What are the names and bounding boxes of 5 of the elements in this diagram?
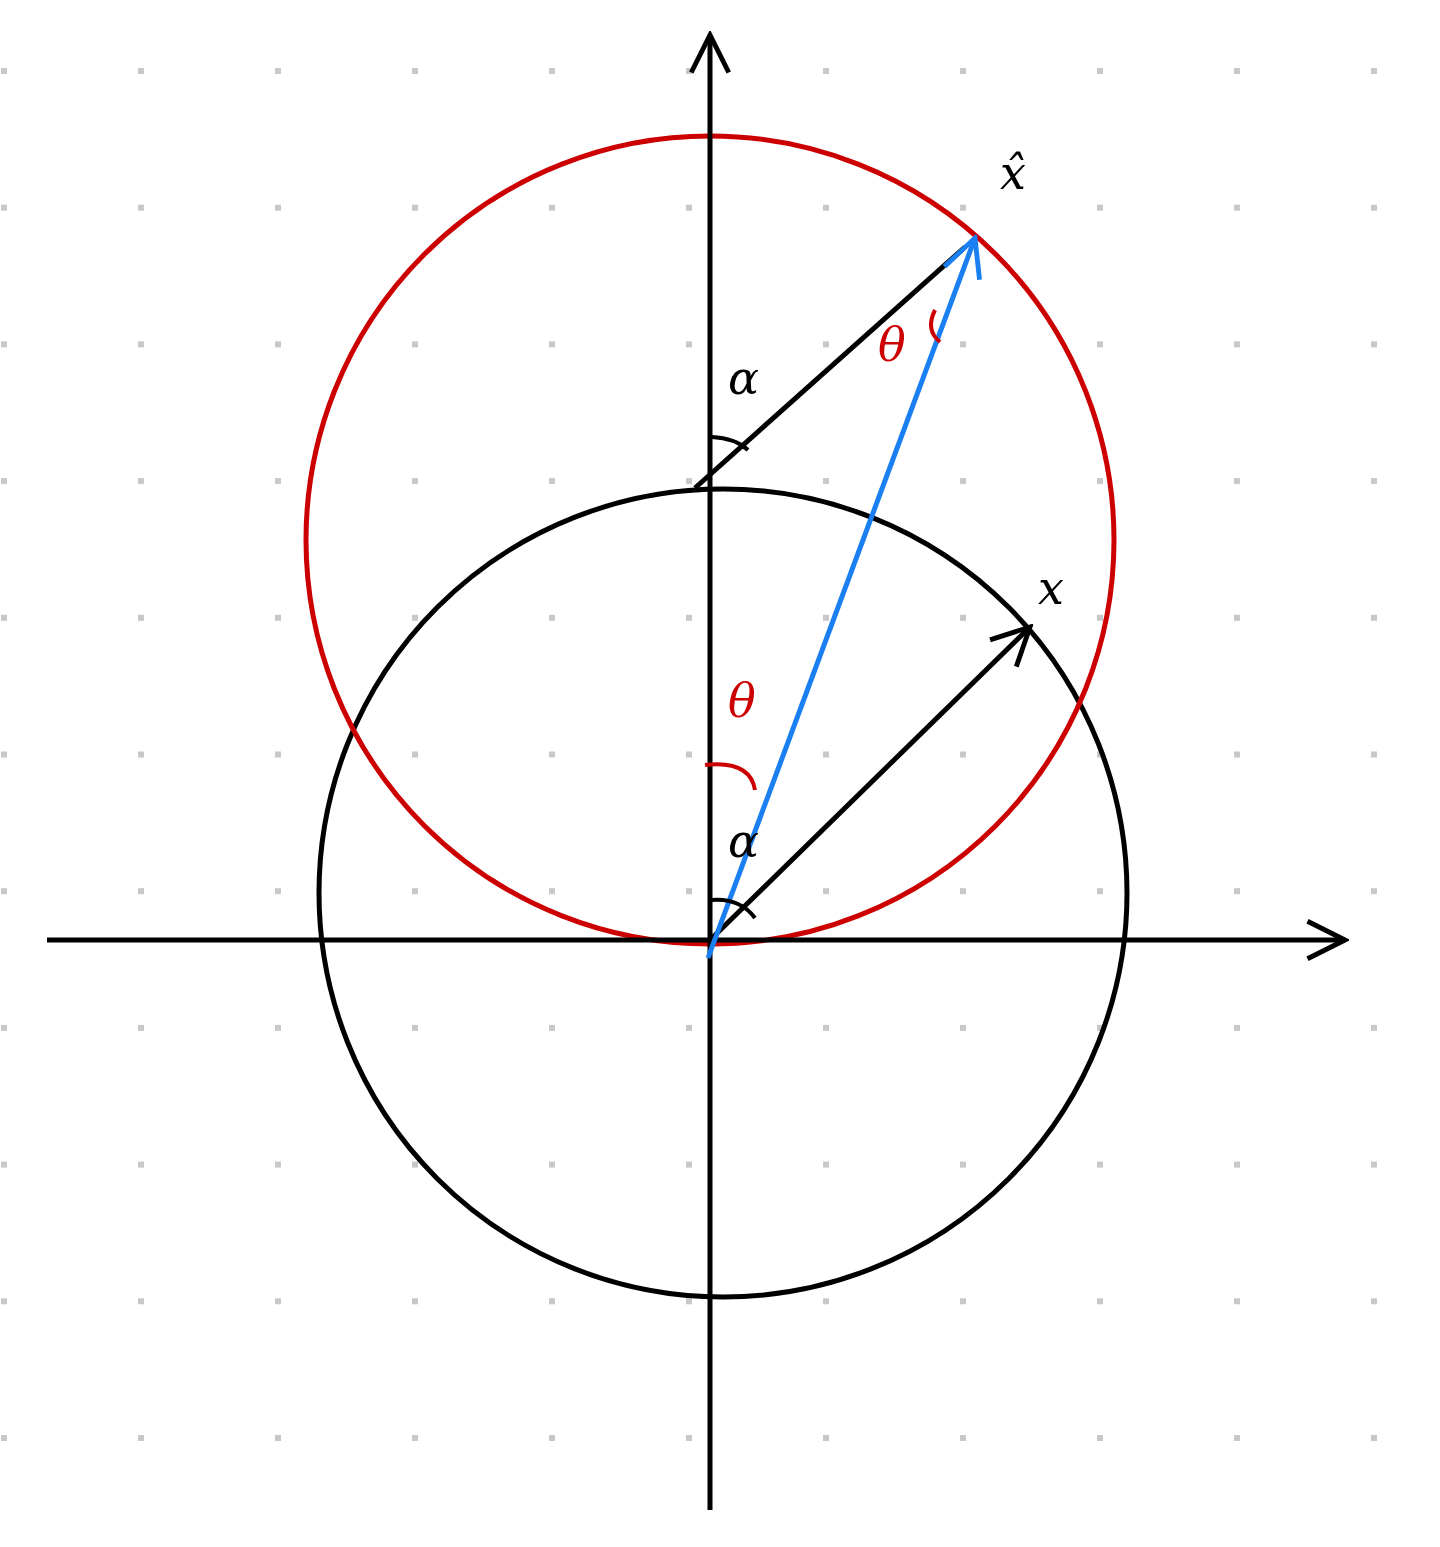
math-symbol: θ	[728, 678, 756, 724]
math-symbol: x	[1038, 565, 1064, 611]
math-symbol: θ	[878, 322, 906, 368]
math-symbol: α	[728, 355, 760, 401]
math-symbol: x̂	[1000, 150, 1026, 196]
